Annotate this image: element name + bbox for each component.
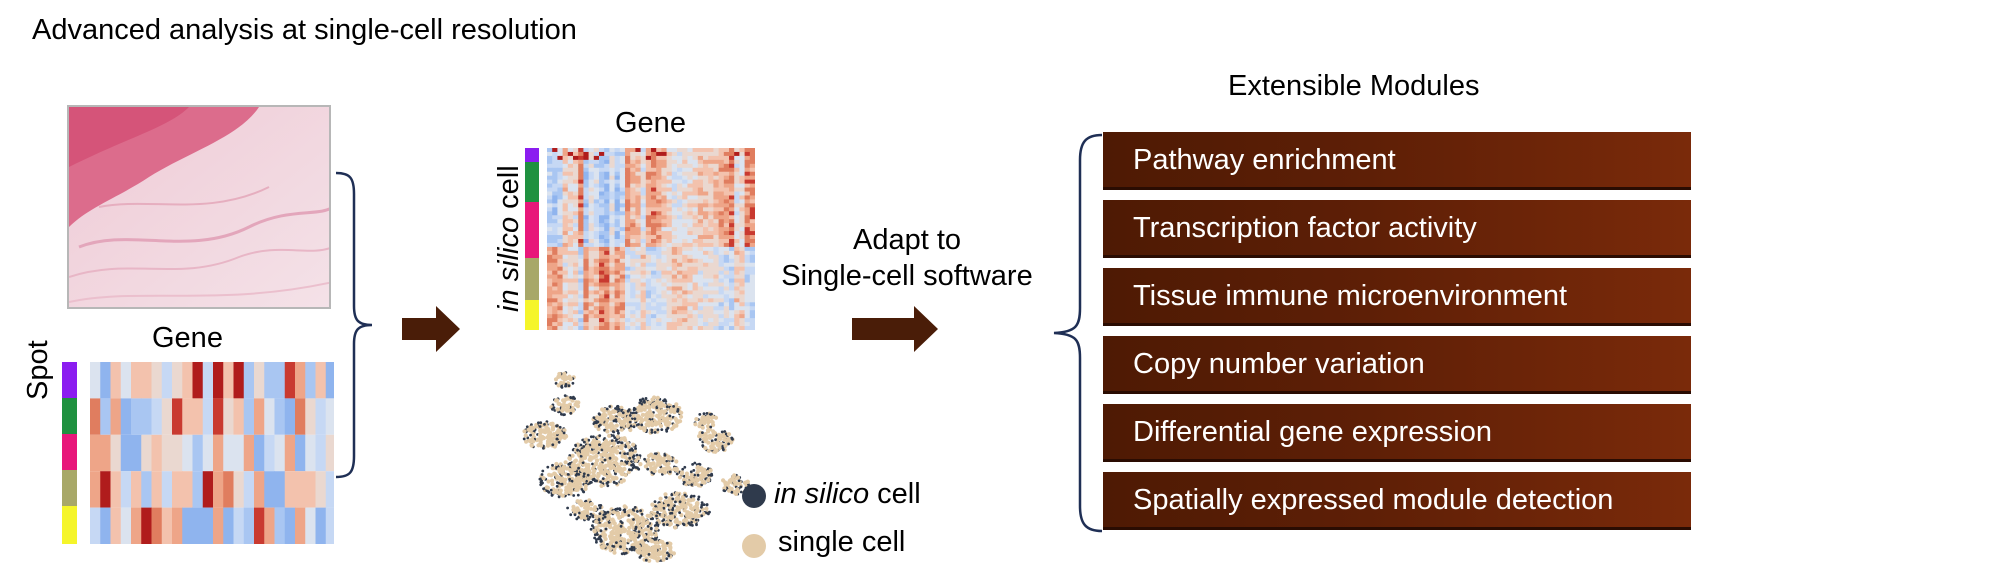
module-spatially-expressed-module-detection: Spatially expressed module detection [1103, 472, 1691, 530]
mid-heatmap-gene-label: Gene [615, 107, 686, 139]
umap-clusters [522, 371, 751, 563]
legend-in-silico-cell-marker [742, 484, 766, 508]
mid-heatmap-cluster-bar [525, 148, 539, 330]
adapt-to-single-cell-text: Adapt to Single-cell software [762, 222, 1052, 294]
legend-single-cell-label: single cell [778, 526, 906, 558]
module-pathway-enrichment: Pathway enrichment [1103, 132, 1691, 190]
module-copy-number-variation: Copy number variation [1103, 336, 1691, 394]
umap-scatter [522, 371, 751, 563]
module-differential-gene-expression: Differential gene expression [1103, 404, 1691, 462]
mid-heatmap-in-silico-cell-label: in silico cell [493, 165, 525, 312]
left-heatmap [62, 362, 334, 544]
adapt-line-1: Adapt to [852, 224, 962, 256]
left-brace [335, 171, 373, 479]
adapt-line-2: Single-cell software [781, 260, 1033, 292]
module-tissue-immune-microenvironment: Tissue immune microenvironment [1103, 268, 1691, 326]
legend-in-silico-cell-label: in silico cell [774, 478, 921, 510]
mid-heatmap-cells [547, 148, 755, 330]
left-heatmap-cells [90, 362, 334, 544]
mid-heatmap [525, 148, 755, 330]
modules-title: Extensible Modules [1228, 70, 1480, 102]
arrow-right-icon [852, 306, 938, 352]
tissue-histology-image [67, 105, 331, 309]
modules-brace [1053, 133, 1103, 533]
figure-title: Advanced analysis at single-cell resolut… [32, 14, 577, 46]
legend-single-cell-marker [742, 534, 766, 558]
left-heatmap-spot-label: Spot [22, 340, 54, 400]
module-transcription-factor-activity: Transcription factor activity [1103, 200, 1691, 258]
arrow-right-icon [402, 306, 460, 352]
left-heatmap-gene-label: Gene [152, 322, 223, 354]
left-heatmap-cluster-bar [62, 362, 77, 544]
